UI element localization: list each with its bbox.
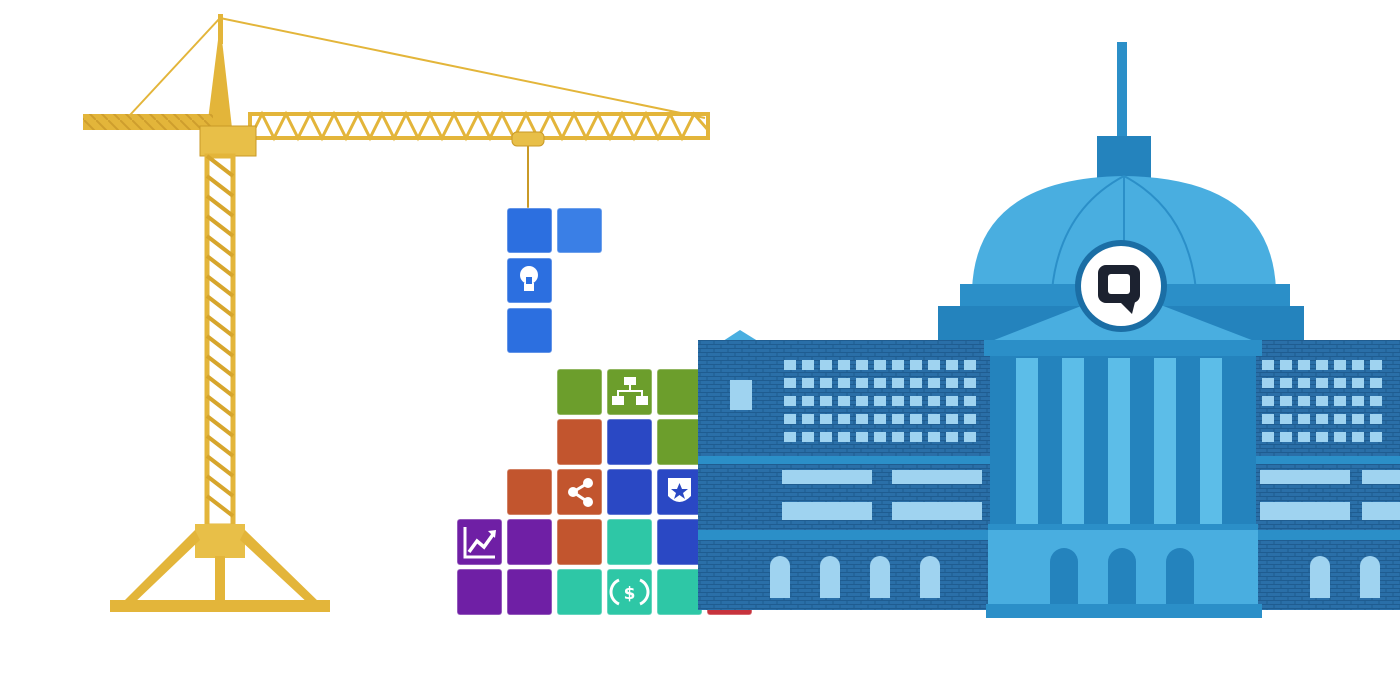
money-cycle-icon: $ — [609, 578, 650, 606]
tile-hanging-2 — [556, 207, 603, 254]
org-chart-icon — [612, 377, 648, 405]
share-icon — [568, 478, 593, 507]
tile-hanging-1 — [506, 207, 553, 254]
crane-mast — [204, 153, 236, 529]
building-left-wing — [698, 340, 998, 610]
dome-spire — [1117, 42, 1127, 142]
svg-text:$: $ — [624, 584, 636, 604]
police-badge-icon — [668, 478, 691, 502]
capitol-building — [698, 42, 1400, 618]
tile-stack-share — [556, 468, 603, 516]
crane-base — [110, 524, 330, 612]
growth-chart-icon — [463, 527, 496, 559]
hanging-tile-group — [506, 207, 603, 354]
tile-hanging-4 — [506, 307, 553, 354]
crane-cab — [199, 125, 257, 157]
crane-counter-jib — [83, 114, 213, 130]
crane-jib — [248, 110, 710, 142]
central-portico — [984, 290, 1262, 618]
tower-crane — [83, 14, 710, 612]
chat-bubble-logo-icon — [1075, 240, 1167, 332]
building-right-wing — [1250, 340, 1400, 610]
lightbulb-icon — [520, 266, 538, 291]
portico-columns — [1016, 358, 1222, 528]
crane-trolley — [511, 131, 545, 210]
